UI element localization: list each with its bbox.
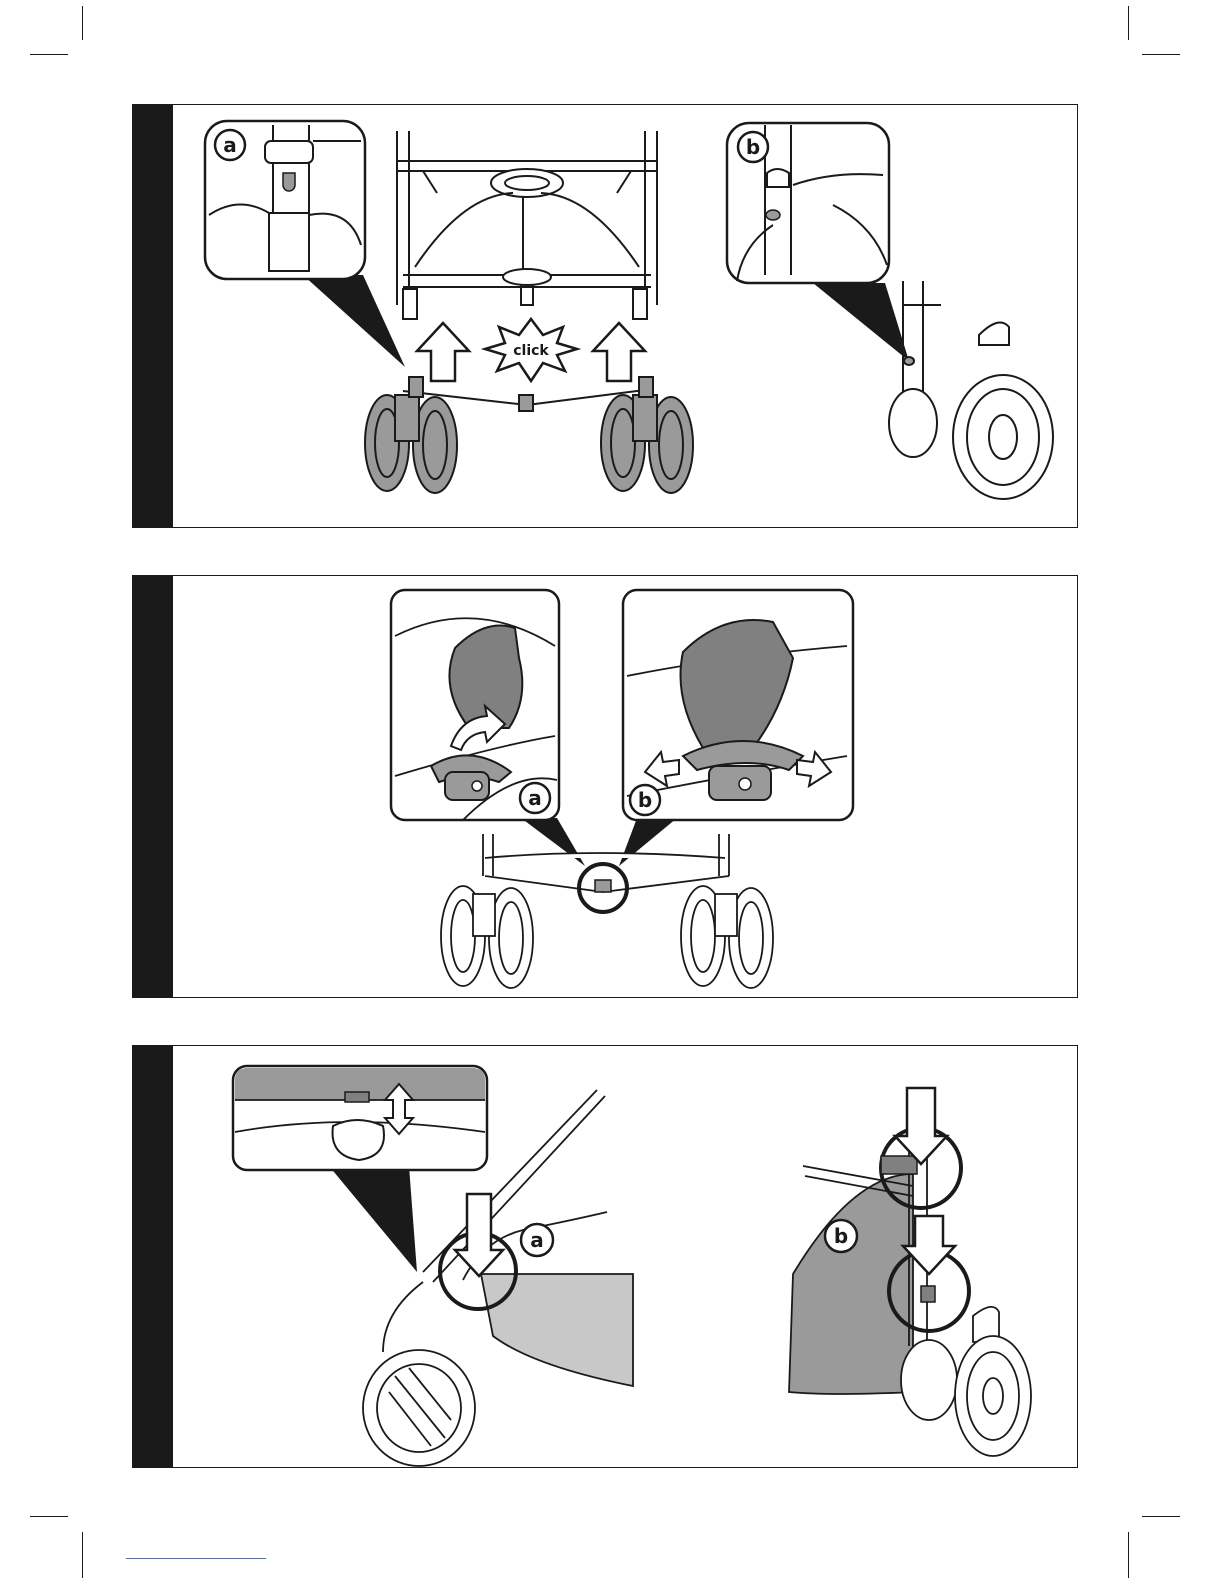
crop-mark (1142, 54, 1180, 55)
footer-rule (126, 1558, 266, 1559)
crop-mark (1142, 1516, 1180, 1517)
crop-mark (1128, 6, 1129, 40)
callout-b: b (630, 785, 660, 815)
click-burst-icon: click (485, 319, 577, 381)
instruction-panel-3: a b (132, 1045, 1078, 1468)
crop-mark (82, 6, 83, 40)
arrow-up-icon (593, 323, 645, 381)
stroller-frame (397, 131, 657, 319)
callout-a: a (520, 783, 550, 813)
callout-b-label: b (746, 135, 760, 159)
callout-a-label: a (223, 133, 237, 157)
instruction-panel-1: a click (132, 104, 1078, 528)
arrow-down-icon (895, 1088, 947, 1164)
pointer-a (521, 818, 585, 866)
crop-mark (1128, 1532, 1129, 1578)
pointer-inset (329, 1166, 417, 1272)
callout-b-label: b (638, 788, 652, 812)
crop-mark (82, 1532, 83, 1578)
callout-a: a (521, 1224, 553, 1256)
side-wheel (889, 281, 1053, 499)
arrow-up-icon (417, 323, 469, 381)
click-burst-label: click (513, 343, 549, 359)
inset-detail (233, 1066, 487, 1170)
highlight-circle-icon (579, 864, 627, 912)
callout-a-label: a (530, 1228, 544, 1252)
pointer-b (619, 818, 677, 866)
callout-a: a (215, 130, 245, 160)
callout-b: b (738, 132, 768, 162)
panel-1-illustration: a click (133, 105, 1079, 529)
crop-mark (30, 54, 68, 55)
callout-a-label: a (528, 786, 542, 810)
panel-2-illustration: a b (133, 576, 1079, 999)
center-lock (519, 395, 533, 411)
crop-mark (30, 1516, 68, 1517)
panel-3-illustration: a b (133, 1046, 1079, 1469)
callout-b: b (825, 1220, 857, 1252)
inset-b-detail (623, 590, 853, 820)
instruction-panel-2: a b (132, 575, 1078, 998)
callout-b-label: b (834, 1224, 848, 1248)
